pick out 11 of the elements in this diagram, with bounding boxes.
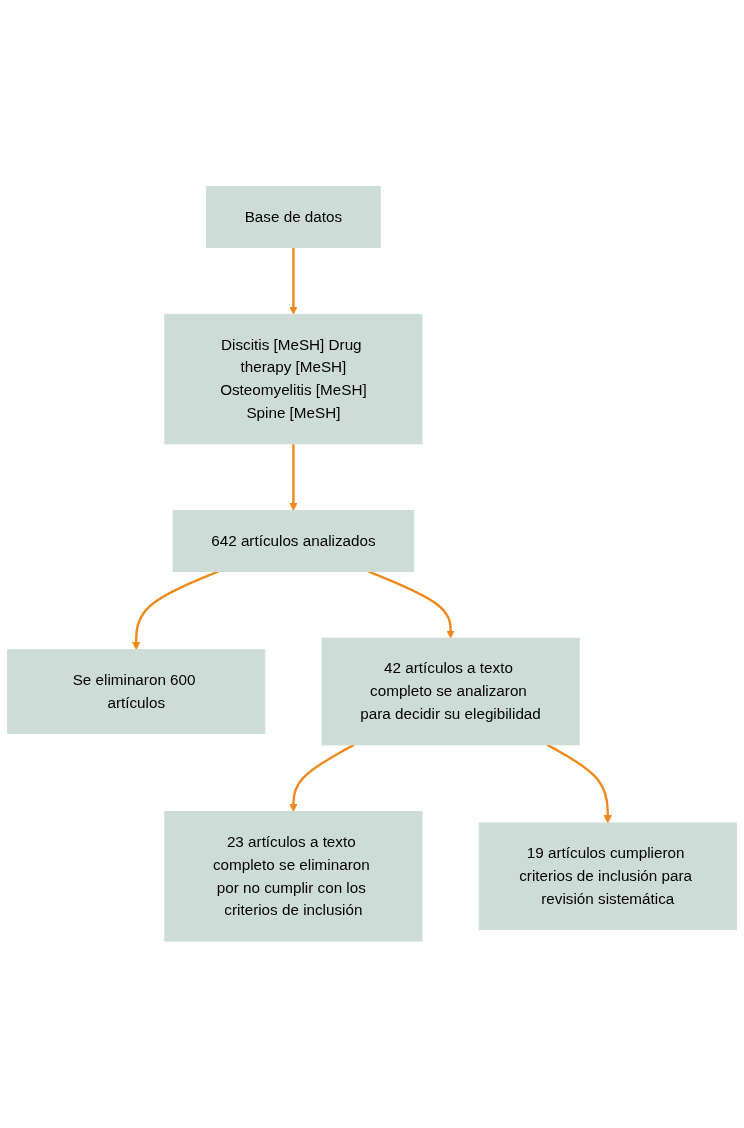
node-box: Se eliminaron 600 artículos xyxy=(7,649,266,735)
node-box: Discitis [MeSH] Drug therapy [MeSH] Osteomyelitis [MeSH] Spine [MeSH] xyxy=(164,313,423,445)
arrow xyxy=(289,443,298,512)
arrow xyxy=(132,570,219,651)
node-box: 19 artículos cumplieron criterios de inclusión para revisión sistemática xyxy=(478,822,737,931)
arrow xyxy=(289,247,298,315)
node-box: 642 artículos analizados xyxy=(172,510,415,573)
arrow xyxy=(368,570,455,639)
node-box: Base de datos xyxy=(206,186,381,249)
node-box: 23 artículos a texto completo se eliminaron por no cumplir con los criterios de inclusión xyxy=(164,811,423,942)
node-box: 42 artículos a texto completo se analizaron para decidir su elegibilidad xyxy=(321,637,580,746)
